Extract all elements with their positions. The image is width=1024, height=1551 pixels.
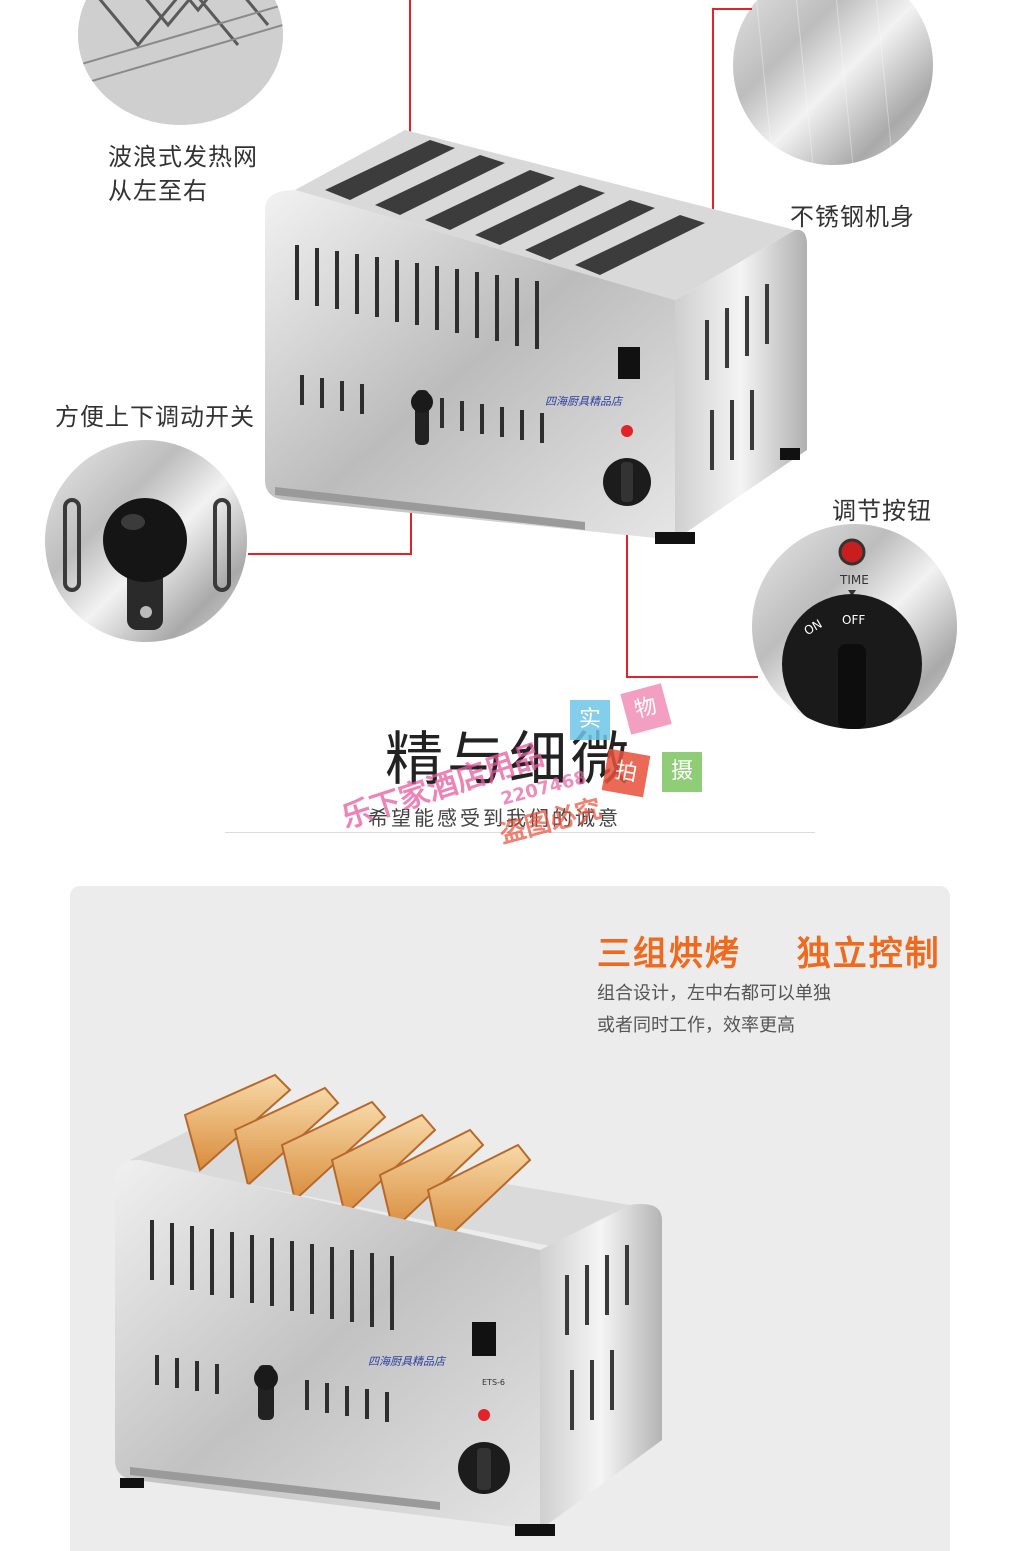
knob-connector-line-h: [626, 676, 758, 678]
steel-connector-line-h: [712, 8, 752, 10]
toaster-product-image-top: 四海厨具精品店: [255, 120, 810, 560]
lever-connector-line-h: [248, 553, 412, 555]
feature-desc-line-2: 或者同时工作，效率更高: [597, 1015, 795, 1036]
knob-callout: 调节按钮: [832, 497, 932, 525]
brand-label-bottom: 四海厨具精品店: [368, 1355, 447, 1368]
lever-closeup-image: [45, 440, 247, 642]
heating-grid-callout-line-1: 波浪式发热网: [108, 143, 258, 171]
stamp-char-1: 实: [578, 707, 601, 732]
knob-off-label: OFF: [842, 613, 865, 627]
stamp-badge-4: 摄: [662, 752, 702, 792]
heating-grid-callout-line-2: 从左至右: [108, 177, 208, 205]
heating-grid-callout: 波浪式发热网 从左至右: [108, 140, 258, 208]
heating-grid-closeup-image: [78, 0, 283, 125]
model-label: ETS-6: [482, 1378, 505, 1387]
feature-title: 三组烘烤 独立控制: [597, 926, 941, 975]
stamp-char-3: 拍: [613, 758, 640, 787]
stamp-badge-3: 拍: [601, 748, 651, 798]
stainless-body-callout: 不锈钢机身: [790, 203, 915, 231]
feature-description: 组合设计，左中右都可以单独 或者同时工作，效率更高: [597, 978, 831, 1042]
stamp-badge-1: 实: [570, 700, 610, 740]
brushed-steel-closeup-image: [733, 0, 933, 165]
stamp-char-4: 摄: [670, 759, 693, 784]
knob-connector-line-v: [626, 432, 628, 678]
brand-label-top: 四海厨具精品店: [545, 395, 624, 408]
grid-connector-line: [409, 0, 411, 192]
lever-callout: 方便上下调动开关: [55, 403, 255, 431]
steel-connector-line-v: [712, 8, 714, 252]
headline-subtitle: 希望能感受到我们的诚意: [368, 806, 621, 830]
feature-title-part1: 三组烘烤: [597, 934, 741, 974]
feature-title-part2: 独立控制: [796, 934, 941, 974]
time-label: TIME: [839, 573, 869, 587]
headline-divider: [225, 832, 815, 833]
stamp-char-2: 物: [631, 693, 660, 724]
feature-desc-line-1: 组合设计，左中右都可以单独: [597, 983, 831, 1004]
timer-knob-closeup-image: TIME ON OFF: [752, 524, 957, 729]
toaster-product-image-bottom: 四海厨具精品店 ETS-6: [110, 1060, 670, 1545]
